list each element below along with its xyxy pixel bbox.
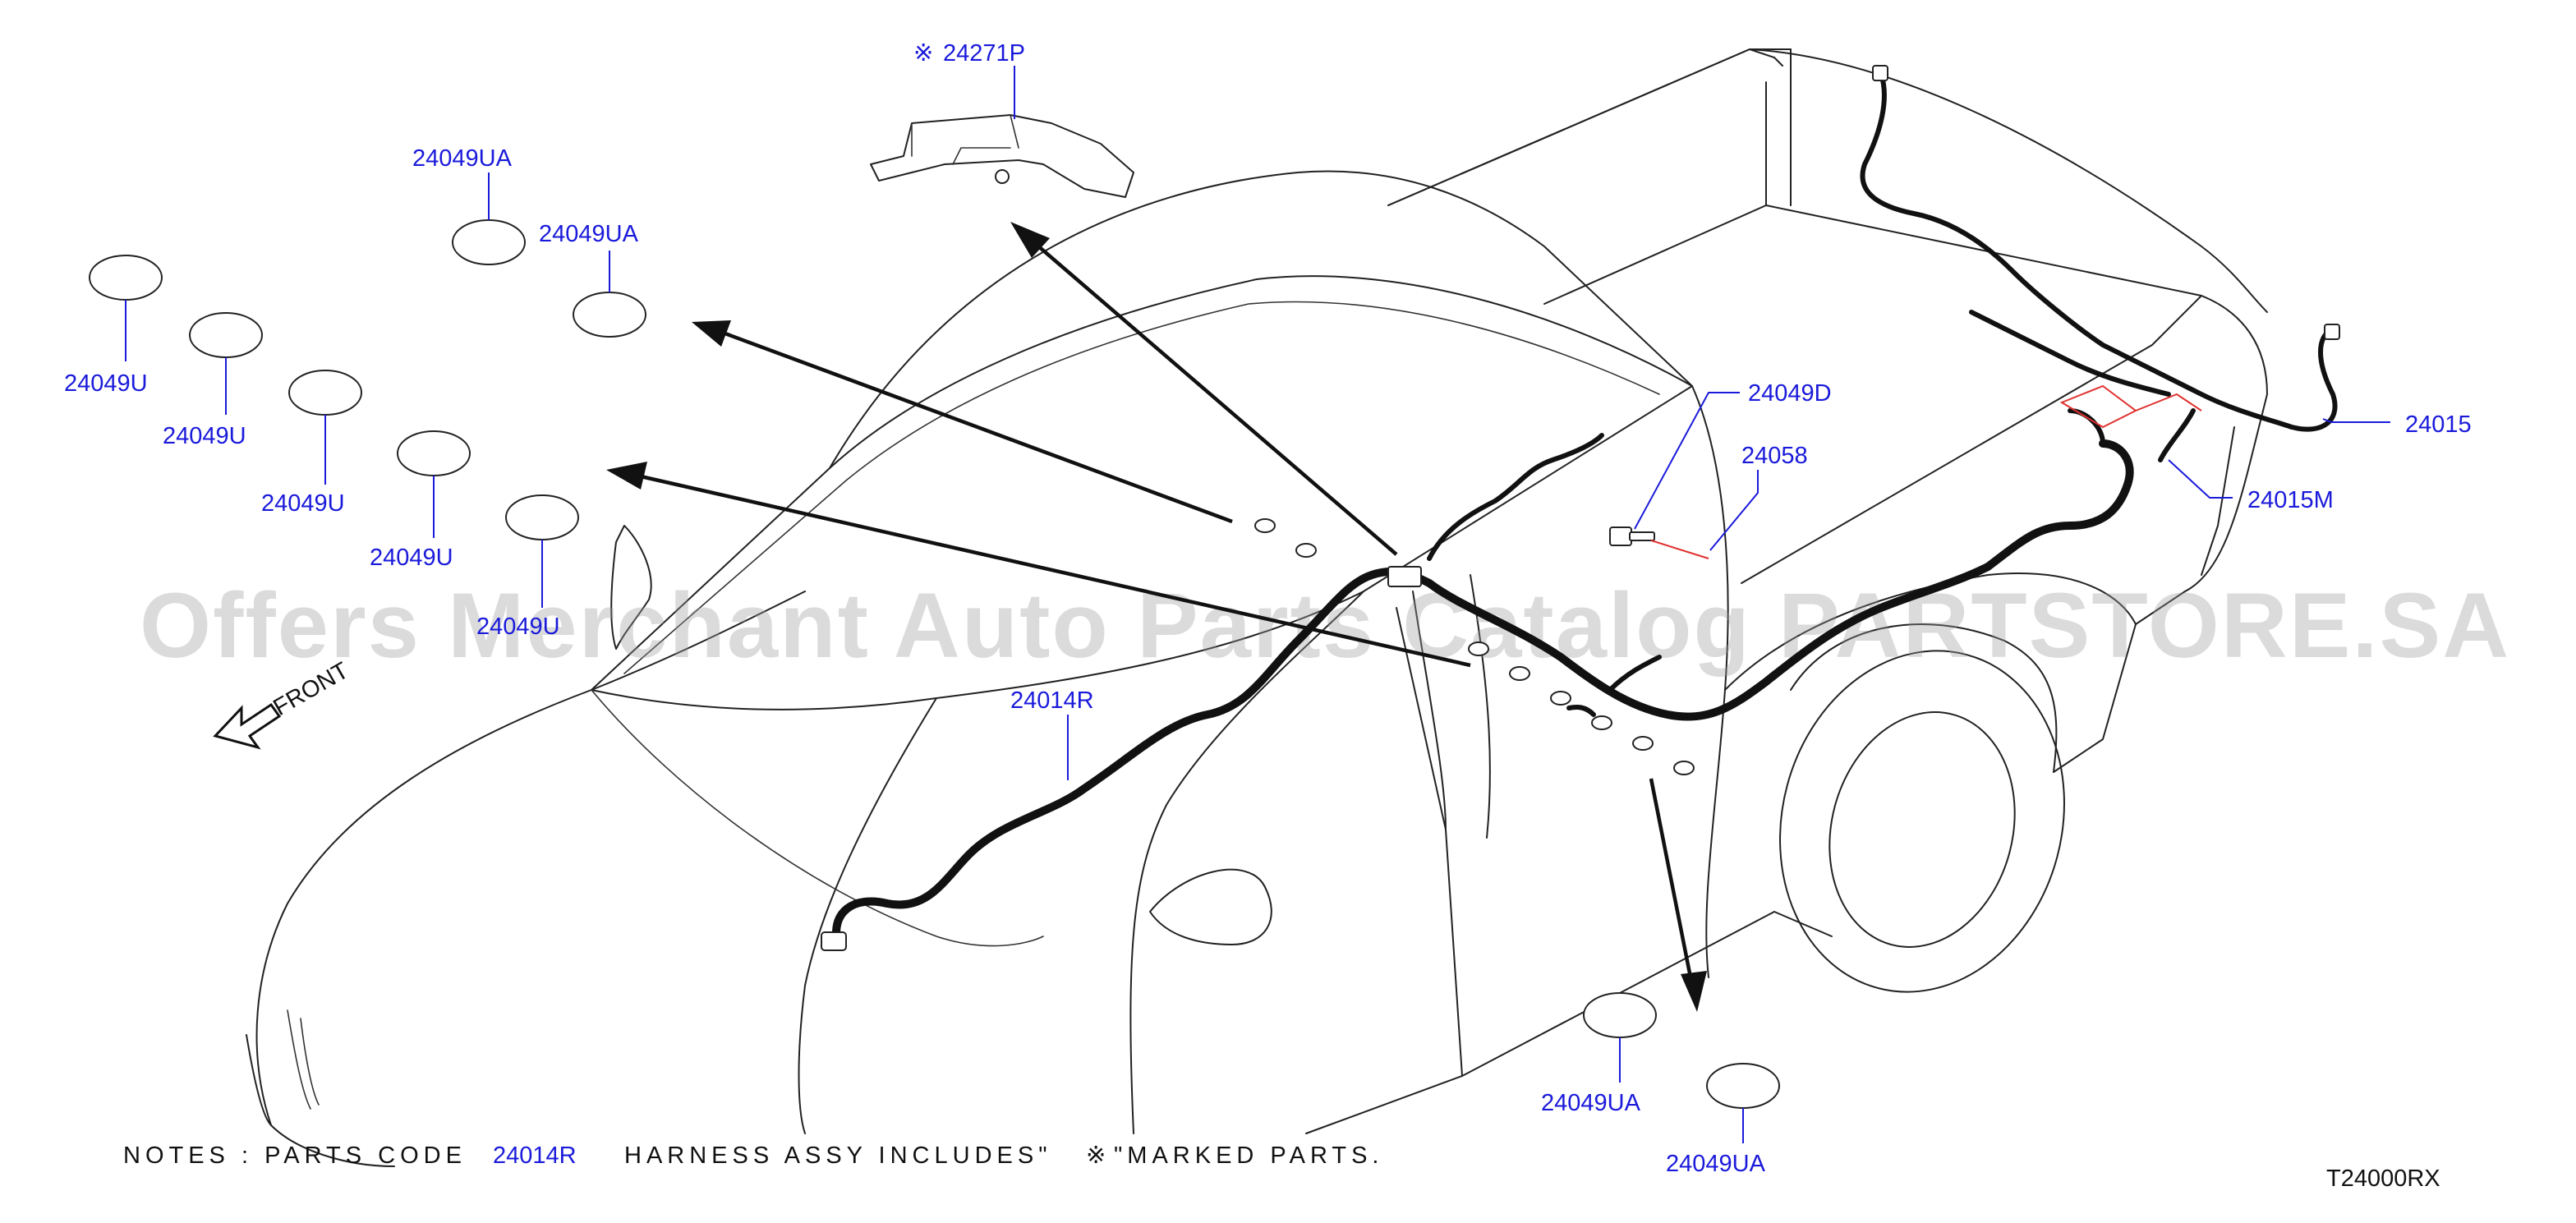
rear-door [1691,385,1729,978]
hood-outline [255,591,806,1126]
clip-24049UA-4 [1706,1063,1780,1143]
connector-bed [1872,65,1888,81]
leader-24015 [2322,418,2390,423]
hood-crease [591,689,1044,947]
notes-prefix: NOTES : PARTS CODE [123,1143,467,1169]
connector-tail [2324,324,2340,340]
notes-code: 24014R [493,1143,577,1169]
clip-24049U-1 [89,255,163,361]
lower-body [1461,911,1833,1077]
tailgate [2135,295,2268,625]
bed-front-wall [1387,48,1792,206]
body-clips [1254,518,1695,775]
label-24049U-5: 24049U [476,614,560,640]
harness-24015 [1860,71,2338,432]
leader-24049D [1634,392,1740,530]
roof-line [829,170,1693,469]
rear-wheel-arch [1790,623,2058,773]
a-pillar [1129,591,1364,1134]
arrow-head-3 [1010,222,1050,258]
label-24049U-1: 24049U [64,370,148,397]
marked-symbol-icon: ※ [913,40,933,67]
label-24049UA-3: 24049UA [1541,1090,1641,1116]
harness-group [821,65,2340,951]
bed-side [1765,48,1792,206]
windshield [591,275,1693,710]
clip-24049UA-1 [452,172,526,265]
grille [287,1009,320,1110]
harness-side-branch [1566,655,1662,717]
connector-roof [1387,566,1422,587]
notes-middle: HARNESS ASSY INCLUDES" [624,1143,1052,1169]
label-24014R: 24014R [1010,687,1094,714]
arrow-head-1 [692,320,731,347]
front-bumper [246,1034,395,1167]
clip-24049UA-2 [573,251,646,338]
part-24271P [870,114,1134,198]
clip-24049U-5 [505,494,579,608]
label-24049UA-2: 24049UA [539,221,639,247]
clip-24049U-3 [288,370,362,485]
label-24049D: 24049D [1748,380,1832,407]
label-24049U-4: 24049U [370,545,453,571]
bed-floor [1543,205,2202,584]
pointer-arrows [606,222,1707,1012]
arrow-head-2 [606,462,647,490]
leader-24015M [2168,459,2233,499]
tailgate-inner [2201,426,2235,576]
highlight-24058 [1650,540,1709,559]
harness-24014R [832,439,2134,949]
clip-24049U-4 [397,430,471,538]
label-24058: 24058 [1741,443,1808,469]
label-24015: 24015 [2405,411,2472,438]
clip-24049UA-3 [1583,992,1657,1083]
fender-line [798,697,937,1134]
bolt-24049D [1609,526,1655,546]
label-24049UA-4: 24049UA [1666,1151,1766,1177]
arrow-head-4 [1681,971,1707,1012]
left-mirror [610,525,652,650]
label-24271P: 24271P [943,40,1025,67]
rear-wheel-outer [1779,650,2065,993]
notes: NOTES : PARTS CODE 24014R HARNESS ASSY I… [123,1143,1384,1169]
label-24015M: 24015M [2247,487,2334,513]
leader-24058 [1709,470,1759,551]
windshield-inner [623,301,1660,674]
label-24049U-3: 24049U [261,490,345,517]
label-24049UA-1: 24049UA [412,145,513,172]
watermark-text: Offers Merchant Auto Parts Catalog PARTS… [140,574,2510,677]
notes-suffix: "MARKED PARTS. [1114,1143,1384,1169]
door-line [1305,607,1463,1134]
highlight-24015M [2059,384,2202,429]
label-24049U-2: 24049U [163,423,246,449]
clip-24049U-2 [189,312,263,415]
harness-roof-branch [1427,433,1604,561]
bed-top-rail [1749,48,2268,313]
rear-wheel-inner [1828,711,2016,948]
roof-edge [1387,48,1783,206]
connector-front [821,931,847,951]
notes-marked-symbol-icon: ※ [1086,1143,1106,1169]
side-mirror [1149,868,1272,945]
front-arrow-icon [213,702,282,750]
diagram-code: T24000RX [2326,1166,2440,1192]
